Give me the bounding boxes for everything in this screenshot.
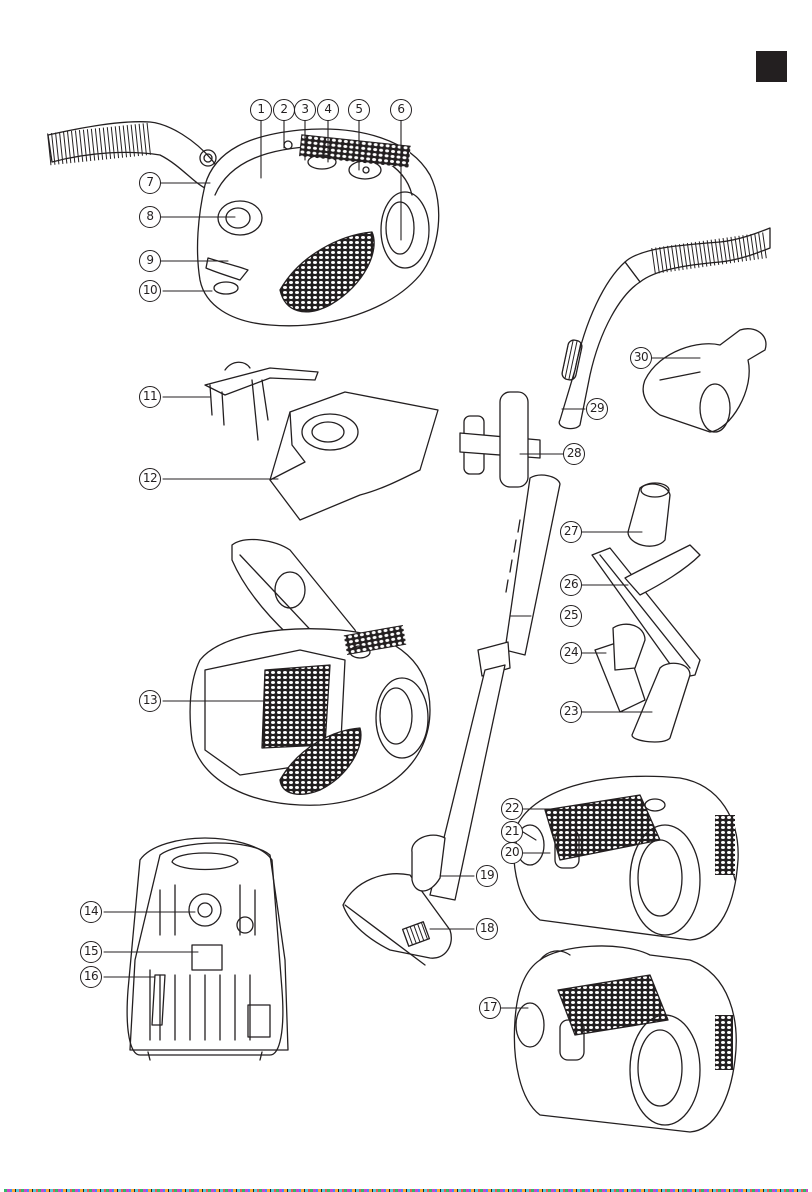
floor-nozzle	[342, 834, 452, 966]
callout-20: 20	[501, 842, 523, 864]
callout-1: 1	[250, 99, 272, 121]
telescopic-tube	[429, 474, 561, 901]
callout-13: 13	[139, 690, 161, 712]
callout-25: 25	[560, 605, 582, 627]
callout-18: 18	[476, 918, 498, 940]
small-nozzle	[627, 482, 671, 547]
callout-23: 23	[560, 701, 582, 723]
vacuum-cleaner-top-view	[513, 775, 739, 941]
callout-26: 26	[560, 574, 582, 596]
accessory-clip	[459, 391, 541, 488]
callout-2: 2	[273, 99, 295, 121]
hose-handle	[558, 227, 771, 430]
callout-14: 14	[80, 901, 102, 923]
callout-5: 5	[348, 99, 370, 121]
callout-28: 28	[563, 443, 585, 465]
leader-lines	[103, 119, 701, 1009]
callout-4: 4	[317, 99, 339, 121]
callout-6: 6	[390, 99, 412, 121]
vacuum-cleaner-open-cover	[189, 538, 431, 806]
callout-27: 27	[560, 521, 582, 543]
callout-11: 11	[139, 386, 161, 408]
callout-29: 29	[586, 398, 608, 420]
callout-10: 10	[139, 280, 161, 302]
hose-connector	[44, 121, 219, 189]
callout-16: 16	[80, 966, 102, 988]
callout-22: 22	[501, 798, 523, 820]
callout-21: 21	[501, 821, 523, 843]
callout-15: 15	[80, 941, 102, 963]
dust-bag	[269, 391, 439, 521]
callout-3: 3	[294, 99, 316, 121]
callout-19: 19	[476, 865, 498, 887]
bag-holder	[204, 361, 319, 441]
callout-7: 7	[139, 172, 161, 194]
callout-12: 12	[139, 468, 161, 490]
callout-17: 17	[479, 997, 501, 1019]
callout-9: 9	[139, 250, 161, 272]
upholstery-nozzle	[594, 623, 646, 713]
print-color-strip	[4, 1189, 808, 1192]
language-tab	[756, 51, 787, 82]
turbo-brush	[642, 328, 767, 433]
vacuum-cleaner-filter-compartment	[513, 945, 737, 1133]
vacuum-cleaner-rear-view	[126, 837, 289, 1061]
parquet-nozzle	[591, 544, 701, 679]
callout-30: 30	[630, 347, 652, 369]
callout-8: 8	[139, 206, 161, 228]
callout-24: 24	[560, 642, 582, 664]
crevice-tool	[631, 662, 691, 743]
vacuum-cleaner-front-view	[196, 128, 440, 327]
